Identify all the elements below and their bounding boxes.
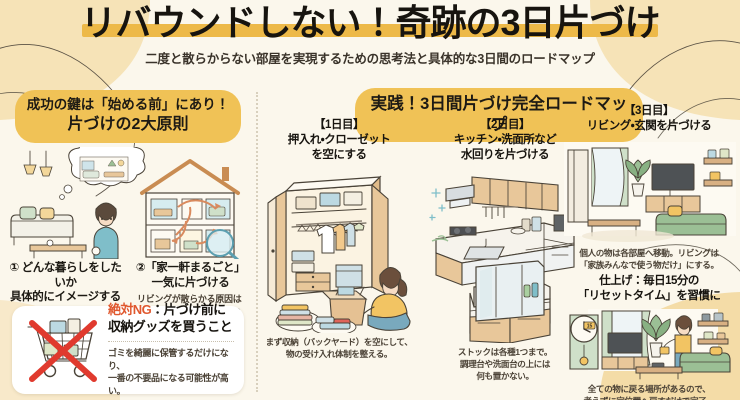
- ng-divider: [108, 341, 234, 343]
- day-card-1: 【1日目】 押入れ・クローゼット を空にする: [260, 118, 418, 360]
- living-room-illustration: [558, 138, 740, 244]
- ideal-room-thought-illustration: [10, 146, 146, 259]
- principles-illustration: [0, 146, 256, 259]
- day-3-caption-line2: 「家族みんなで使う物だけ」にする。: [579, 259, 719, 270]
- ng-head-line2: 収納グッズを買うこと: [108, 319, 233, 335]
- final-caption-line2: 考えずに定位置へ戻すだけで完了。: [583, 396, 715, 400]
- day-1-heading: 【1日目】 押入れ・クローゼット を空にする: [260, 118, 418, 163]
- final-heading: 仕上げ：毎日15分の 「リセットタイム」を習慣に: [558, 274, 740, 304]
- principle-1-heading-line1: ① どんな暮らしをしたいか: [9, 261, 122, 289]
- day-1-label: 【1日目】: [314, 119, 364, 131]
- left-column: 成功の鍵は「始める前」にあり！ 片づけの2大原則: [0, 88, 256, 400]
- reset-time-living-room-illustration: 15: [558, 307, 740, 381]
- principles-heading-pill: 成功の鍵は「始める前」にあり！ 片づけの2大原則: [15, 90, 241, 143]
- ng-warning-card: 絶対NG：片づけ前に 収納グッズを買うこと ゴミを綺麗に保管するだけになり、 一…: [12, 302, 244, 396]
- principle-2-heading-line1: ②「家一軒まるごと」: [135, 261, 246, 274]
- header: リバウンドしない！奇跡の3日片づけ 二度と散らからない部屋を実現するための思考法…: [0, 0, 740, 86]
- right-column: 実践！3日間片づけ完全ロードマップ 【1日目】 押入れ・クローゼット を空にする: [258, 88, 740, 400]
- ng-head-rest: ：片づけ前に: [151, 302, 226, 318]
- day-3-label: 【3日目】: [624, 105, 674, 117]
- title-highlight-bar: [82, 23, 658, 37]
- day-card-2: 【2日目】 キッチン・洗面所など 水回りを片づける: [426, 118, 584, 382]
- day-2-caption-line3: 何も置かない。: [476, 370, 534, 381]
- day-1-caption: まず収納（バックヤード）を空にして、 物の受け入れ体制を整える。: [260, 336, 418, 360]
- final-reset-time-block: 仕上げ：毎日15分の 「リセットタイム」を習慣に 15: [558, 274, 740, 400]
- svg-text:15: 15: [587, 324, 593, 330]
- final-heading-line1: 仕上げ：毎日15分の: [599, 275, 699, 287]
- day-2-caption: ストックは各種1つまで。 調理台や洗面台の上には 何も置かない。: [426, 346, 584, 382]
- page-subtitle: 二度と散らからない部屋を実現するための思考法と具体的な3日間のロードマップ: [145, 51, 595, 66]
- plant: [625, 159, 651, 197]
- day-3-title-line1: リビング・玄関を片づける: [586, 119, 712, 132]
- principles-heading-line1: 成功の鍵は「始める前」にあり！: [26, 97, 230, 112]
- day-2-caption-line2: 調理台や洗面台の上には: [459, 358, 551, 369]
- ng-warning-text: 絶対NG：片づけ前に 収納グッズを買うこと ゴミを綺麗に保管するだけになり、 一…: [104, 302, 236, 397]
- ng-badge: 絶対NG: [108, 302, 152, 318]
- day-card-3: 【3日目】 リビング・玄関を片づける: [558, 104, 740, 271]
- principle-1-heading-line2: 具体的にイメージする: [10, 291, 121, 304]
- column-divider: [256, 92, 258, 392]
- day-2-label: 【2日目】: [480, 119, 530, 131]
- shopping-cart-crossed-out-icon: [20, 313, 104, 387]
- day-cards: 【1日目】 押入れ・クローゼット を空にする: [258, 105, 740, 400]
- day-1-title-line2: を空にする: [311, 148, 367, 161]
- roadmap-heading-pill: 実践！3日間片づけ完全ロードマップ: [355, 88, 643, 143]
- day-2-caption-line1: ストックは各種1つまで。: [457, 346, 553, 357]
- principle-2-heading-line2: 一気に片づける: [151, 276, 230, 289]
- page-title-wrap: リバウンドしない！奇跡の3日片づけ: [80, 2, 660, 43]
- day-2-heading: 【2日目】 キッチン・洗面所など 水回りを片づける: [426, 118, 584, 163]
- day-3-caption: 個人の物は各部屋へ移動。リビングは 「家族みんなで使う物だけ」にする。: [558, 247, 740, 271]
- principles-heading-line2: 片づけの2大原則: [67, 115, 189, 133]
- day-1-caption-line2: 物の受け入れ体制を整える。: [285, 348, 393, 359]
- final-caption: 全ての物に戻る場所があるので、 考えずに定位置へ戻すだけで完了。: [558, 383, 740, 400]
- page-title: リバウンドしない！奇跡の3日片づけ: [80, 2, 660, 43]
- closet-emptying-illustration: [260, 167, 418, 333]
- day-3-caption-line1: 個人の物は各部屋へ移動。リビングは: [579, 247, 719, 258]
- day-2-title-line1: キッチン・洗面所など: [453, 133, 557, 146]
- ng-body-text: ゴミを綺麗に保管するだけになり、 一番の不要品になる可能性が高い。: [108, 348, 229, 396]
- whole-house-illustration: [140, 158, 240, 259]
- person-kneeling: [359, 266, 411, 331]
- final-heading-line2: 「リセットタイム」を習慣に: [577, 290, 721, 303]
- day-3-heading: 【3日目】 リビング・玄関を片づける: [558, 104, 740, 134]
- day-2-title-line2: 水回りを片づける: [461, 148, 550, 161]
- clock-icon: 15: [569, 314, 599, 370]
- final-caption-line1: 全ての物に戻る場所があるので、: [587, 384, 711, 395]
- kitchen-washstand-illustration: [426, 167, 584, 343]
- washstand: [469, 260, 551, 343]
- day-1-caption-line1: まず収納（バックヤード）を空にして、: [265, 336, 413, 347]
- day-1-title-line1: 押入れ・クローゼット: [287, 133, 391, 146]
